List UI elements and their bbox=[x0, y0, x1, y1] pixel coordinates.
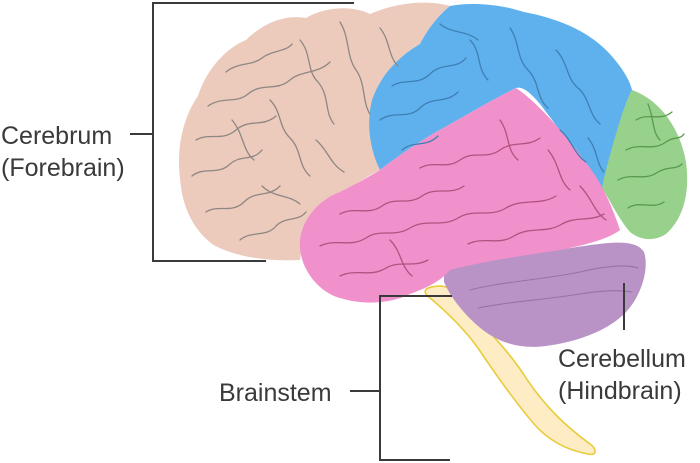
cerebrum-label-line2: (Forebrain) bbox=[1, 154, 125, 182]
cerebrum-label-line1: Cerebrum bbox=[1, 122, 113, 150]
cerebellum-label-line1: Cerebellum bbox=[558, 345, 686, 373]
occipital-gyri bbox=[617, 103, 685, 209]
brainstem-bracket bbox=[379, 295, 452, 461]
cerebrum-bracket bbox=[152, 2, 354, 262]
temporal-gyri bbox=[319, 119, 607, 277]
brainstem-label-line1: Brainstem bbox=[219, 379, 332, 407]
temporal-lobe bbox=[299, 88, 620, 303]
brainstem-label: Brainstem bbox=[219, 377, 332, 409]
cerebellum-folia bbox=[469, 265, 639, 309]
occipital-lobe bbox=[602, 90, 688, 240]
cerebrum-label: Cerebrum (Forebrain) bbox=[1, 120, 125, 184]
frontal-lobe bbox=[178, 2, 450, 261]
cerebellum-label: Cerebellum (Hindbrain) bbox=[558, 343, 686, 407]
leader-lines bbox=[130, 2, 625, 461]
frontal-gyri bbox=[191, 21, 399, 241]
parietal-lobe bbox=[369, 4, 632, 188]
parietal-gyri bbox=[379, 23, 605, 173]
cerebellum-label-line2: (Hindbrain) bbox=[558, 377, 682, 405]
